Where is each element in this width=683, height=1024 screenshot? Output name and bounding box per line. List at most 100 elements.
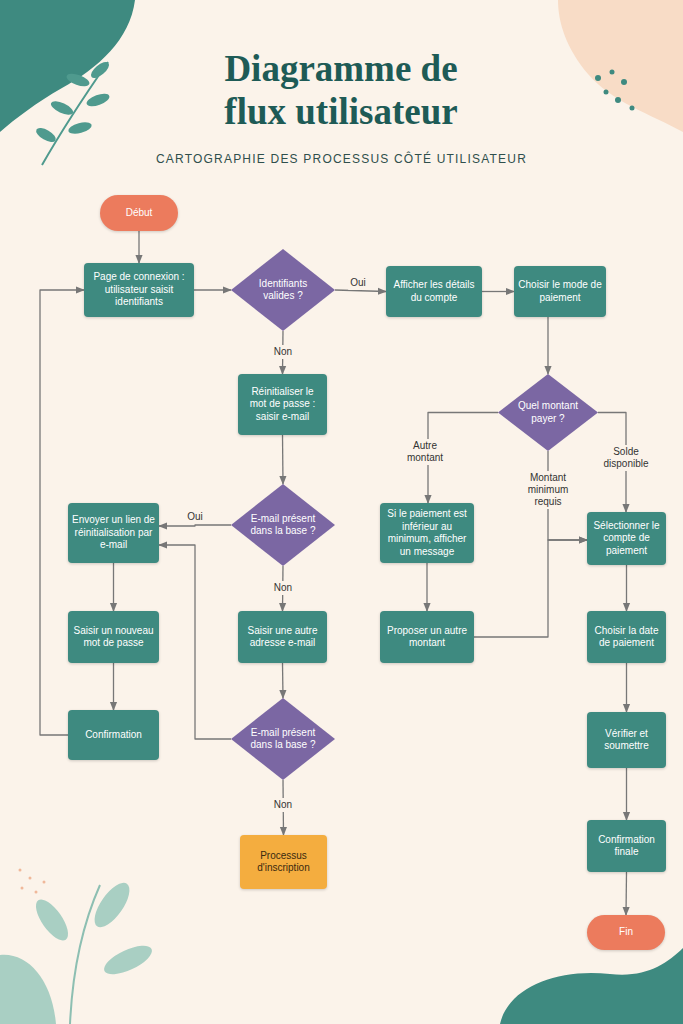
dot: [35, 891, 38, 894]
node-text-wrap: Confirmation: [81, 726, 146, 745]
dot: [595, 75, 601, 81]
edge-label: Non: [272, 581, 294, 595]
corner-blob: [0, 955, 56, 1024]
leaf: [100, 940, 156, 980]
dot: [604, 90, 609, 95]
leaf: [88, 59, 111, 81]
dot: [43, 881, 46, 884]
node-text: Confirmation: [85, 729, 142, 742]
node-text: Processus d'inscription: [244, 850, 323, 875]
leaf: [34, 125, 58, 145]
edge-label: Solde disponible: [598, 445, 655, 471]
node-text: Sélectionner le compte de paiement: [591, 520, 662, 558]
dot-cluster: [19, 869, 46, 894]
node-text: Début: [126, 207, 153, 220]
node-text-wrap: Saisir une autre adresse e-mail: [238, 622, 327, 653]
node-text-wrap: Fin: [615, 923, 637, 942]
leaf: [67, 120, 93, 136]
diamond-shape: [231, 484, 335, 566]
dot: [615, 97, 621, 103]
leaf: [30, 895, 74, 946]
flow-connector: [113, 563, 114, 611]
leaf-stem: [70, 885, 100, 1024]
node-text: Saisir une autre adresse e-mail: [242, 625, 323, 650]
diamond-shape: [231, 249, 335, 331]
node-text: E-mail présent dans la base ?: [246, 727, 321, 752]
node-text: E-mail présent dans la base ?: [246, 513, 321, 538]
process-box: Vérifier et soumettre: [587, 712, 666, 768]
corner-blob: [558, 0, 683, 132]
flow-connector: [194, 289, 231, 290]
leaf-branch: [34, 59, 112, 165]
node-text-wrap: Sélectionner le compte de paiement: [587, 517, 666, 561]
edge-label: Montant minimum requis: [516, 471, 580, 509]
leaf: [88, 877, 136, 932]
node-text: Afficher les détails du compte: [390, 279, 478, 304]
dot: [19, 869, 22, 872]
node-text-wrap: Saisir un nouveau mot de passe: [68, 622, 159, 653]
flow-connector: [335, 290, 386, 292]
flow-connector: [482, 291, 514, 292]
node-text-wrap: Processus d'inscription: [240, 847, 327, 878]
node-text: Choisir la date de paiement: [591, 625, 662, 650]
diamond-shape: [498, 374, 598, 451]
process-box: Choisir la date de paiement: [587, 611, 666, 663]
flow-connector: [282, 435, 284, 484]
leaf: [65, 71, 91, 89]
node-text: Vérifier et soumettre: [591, 728, 662, 753]
flow-connector: [282, 663, 284, 698]
node-text: Réinitialiser le mot de passe : saisir e…: [242, 386, 323, 424]
corner-blob: [0, 0, 135, 132]
terminal-pill: Début: [100, 195, 178, 231]
node-text-wrap: Si le paiement est inférieur au minimum,…: [380, 505, 474, 561]
dot: [29, 877, 32, 880]
flow-connector: [159, 525, 231, 526]
process-box: Page de connexion : utilisateur saisit i…: [84, 263, 194, 317]
flow-connector: [474, 540, 587, 637]
process-box: Sélectionner le compte de paiement: [587, 512, 666, 565]
process-box: Saisir une autre adresse e-mail: [238, 611, 327, 663]
flow-connector: [138, 231, 139, 263]
leaf-stem: [42, 62, 108, 165]
dot: [630, 106, 635, 111]
process-box: Confirmation finale: [587, 820, 666, 872]
node-text-wrap: Identifiants valides ?: [246, 278, 321, 303]
flow-connector: [113, 663, 114, 710]
process-box: Envoyer un lien de réinitialisation par …: [68, 503, 159, 563]
terminal-pill: Fin: [587, 915, 665, 950]
diamond-shape: [231, 698, 335, 780]
node-text: Envoyer un lien de réinitialisation par …: [72, 514, 155, 552]
node-text: Choisir le mode de paiement: [518, 279, 602, 304]
edge-label: Autre montant: [397, 439, 453, 465]
node-text-wrap: Choisir le mode de paiement: [514, 276, 606, 307]
leaf: [85, 91, 111, 109]
dot: [21, 887, 24, 890]
node-text: Identifiants valides ?: [246, 278, 321, 303]
process-box: Proposer un autre montant: [380, 611, 474, 663]
flow-connector: [547, 317, 548, 374]
node-text-wrap: Page de connexion : utilisateur saisit i…: [84, 268, 194, 312]
node-text-wrap: Vérifier et soumettre: [587, 725, 666, 756]
edge-label: Oui: [348, 276, 368, 290]
process-box: Réinitialiser le mot de passe : saisir e…: [238, 374, 327, 435]
leaf-branch: [30, 877, 156, 1024]
diagram-title: Diagramme de flux utilisateur: [191, 48, 491, 133]
node-text-wrap: Proposer un autre montant: [380, 622, 474, 653]
flow-connector: [625, 872, 627, 915]
decision-diamond: Quel montant payer ?: [498, 374, 598, 451]
decision-diamond: Identifiants valides ?: [231, 249, 335, 331]
node-text-wrap: Confirmation finale: [587, 831, 666, 862]
node-text-wrap: Réinitialiser le mot de passe : saisir e…: [238, 383, 327, 427]
process-box-highlight: Processus d'inscription: [240, 835, 327, 889]
node-text-wrap: E-mail présent dans la base ?: [246, 513, 321, 538]
leaf: [49, 98, 75, 117]
process-box: Saisir un nouveau mot de passe: [68, 611, 159, 663]
flow-connector: [626, 663, 627, 712]
decision-diamond: E-mail présent dans la base ?: [231, 484, 335, 566]
process-box: Afficher les détails du compte: [386, 266, 482, 317]
flow-connector: [159, 545, 231, 739]
process-box: Choisir le mode de paiement: [514, 266, 606, 317]
flow-connector: [426, 563, 427, 611]
node-text: Page de connexion : utilisateur saisit i…: [88, 271, 190, 309]
